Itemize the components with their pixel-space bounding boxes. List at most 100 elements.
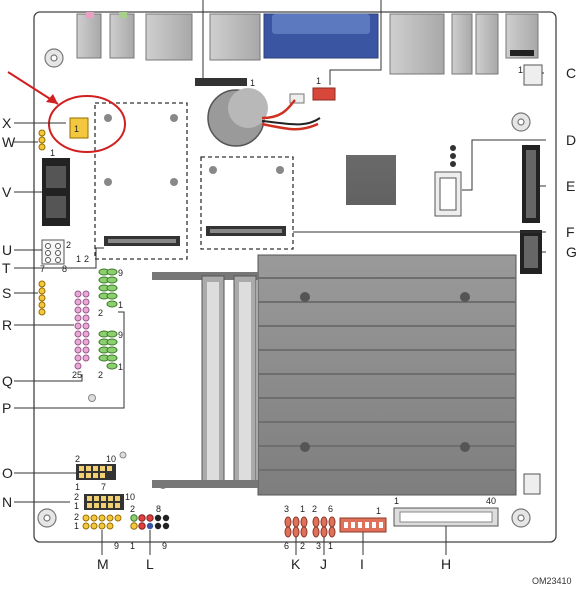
callout-r: R xyxy=(2,317,12,333)
pin-label: 1 xyxy=(75,482,80,492)
connector-c xyxy=(523,64,543,86)
mini-pcie-full-slot xyxy=(94,102,188,260)
pin-label: 3 xyxy=(316,541,321,551)
pin-label: 1 xyxy=(130,541,135,551)
connector-m xyxy=(82,514,122,530)
callout-f: F xyxy=(566,224,575,240)
callout-j: J xyxy=(320,556,327,572)
pin-label: 1 xyxy=(74,521,79,531)
green-header-upper xyxy=(98,268,118,308)
heatsink-side-connector xyxy=(523,473,541,495)
pin-label: 2 xyxy=(66,240,71,250)
pin-label: 2 xyxy=(84,254,89,264)
pin-label: 6 xyxy=(328,504,333,514)
callout-c: C xyxy=(566,65,576,81)
pin-label: 1 xyxy=(394,496,399,506)
mounting-holes xyxy=(37,48,531,528)
pin-label: 2 xyxy=(74,492,79,502)
pin-label: 8 xyxy=(156,504,161,514)
heatsink xyxy=(257,254,517,496)
rear-connector-1 xyxy=(145,13,193,61)
callout-k: K xyxy=(291,556,301,572)
top-header-connector xyxy=(195,78,247,86)
pin-label: 7 xyxy=(101,482,106,492)
callout-t: T xyxy=(2,260,11,276)
pin-label: 2 xyxy=(98,308,103,318)
callout-e: E xyxy=(566,178,575,194)
callout-d: D xyxy=(566,132,576,148)
pin-label: 8 xyxy=(62,264,67,274)
pin-label: 3 xyxy=(284,504,289,514)
connector-d xyxy=(434,145,462,217)
connector-v xyxy=(42,158,70,226)
audio-jack-green xyxy=(109,13,135,59)
usb-port-2 xyxy=(475,13,499,75)
rear-connector-2 xyxy=(209,13,261,61)
figure-id: OM23410 xyxy=(532,576,572,586)
connector-s xyxy=(38,280,46,316)
callout-w: W xyxy=(2,134,16,150)
callout-q: Q xyxy=(2,373,13,389)
callout-x: X xyxy=(2,115,12,131)
pin-label: 9 xyxy=(162,541,167,551)
mini-pcie-half-slot xyxy=(200,156,294,250)
pin-label: 2 xyxy=(74,512,79,522)
pin-label: 2 xyxy=(312,504,317,514)
pin-label: 1 xyxy=(118,300,123,310)
pin-label: 10 xyxy=(125,492,135,502)
audio-jack-pink xyxy=(76,13,102,59)
pin-label: 1 xyxy=(518,65,523,75)
pin-label: 1 xyxy=(76,254,81,264)
pin-label: 25 xyxy=(72,370,82,380)
pin-label: 10 xyxy=(106,454,116,464)
rear-connector-3 xyxy=(389,13,445,75)
pin-label: 1 xyxy=(328,541,333,551)
connector-k xyxy=(284,516,308,538)
red-connector xyxy=(312,87,336,101)
connector-x xyxy=(69,117,89,139)
connector-r xyxy=(74,290,90,370)
usb-port-1 xyxy=(451,13,473,75)
callout-u: U xyxy=(2,242,12,258)
rear-io-panel xyxy=(76,12,539,75)
small-connector xyxy=(289,93,305,104)
pin-label: 2 xyxy=(300,541,305,551)
connector-o xyxy=(76,464,116,480)
callout-n: N xyxy=(2,494,12,510)
pin-label: 40 xyxy=(486,496,496,506)
callout-o: O xyxy=(2,465,13,481)
callout-v: V xyxy=(2,184,12,200)
pin-label: 2 xyxy=(130,504,135,514)
coin-battery xyxy=(207,88,321,147)
connector-w xyxy=(38,129,46,151)
pin-label: 1 xyxy=(50,148,55,158)
pin-label: 1 xyxy=(316,76,321,86)
leader-lines xyxy=(14,72,546,555)
connector-n xyxy=(84,494,124,510)
callout-h: H xyxy=(441,556,451,572)
pin-label: 9 xyxy=(118,330,123,340)
callout-l: L xyxy=(146,556,154,572)
pin-label: 2 xyxy=(75,454,80,464)
pin-label: 9 xyxy=(114,541,119,551)
pin-label: 1 xyxy=(250,78,255,88)
callout-p: P xyxy=(2,400,11,416)
green-header-lower xyxy=(98,330,118,370)
callout-i: I xyxy=(360,556,364,572)
connector-u xyxy=(41,239,65,265)
callout-s: S xyxy=(2,285,11,301)
pin-label: 9 xyxy=(118,268,123,278)
pin-label: 6 xyxy=(284,541,289,551)
pin-label: 1 xyxy=(74,124,79,134)
pin-label: 7 xyxy=(40,264,45,274)
pin-label: 1 xyxy=(376,506,381,516)
pin-label: 2 xyxy=(98,370,103,380)
connector-l xyxy=(130,514,170,530)
pin-label: 1 xyxy=(118,362,123,372)
memory-sockets xyxy=(152,272,258,488)
pin-label: 1 xyxy=(300,504,305,514)
highlight-circle xyxy=(48,95,126,153)
callout-m: M xyxy=(97,556,109,572)
connector-j xyxy=(312,516,336,538)
